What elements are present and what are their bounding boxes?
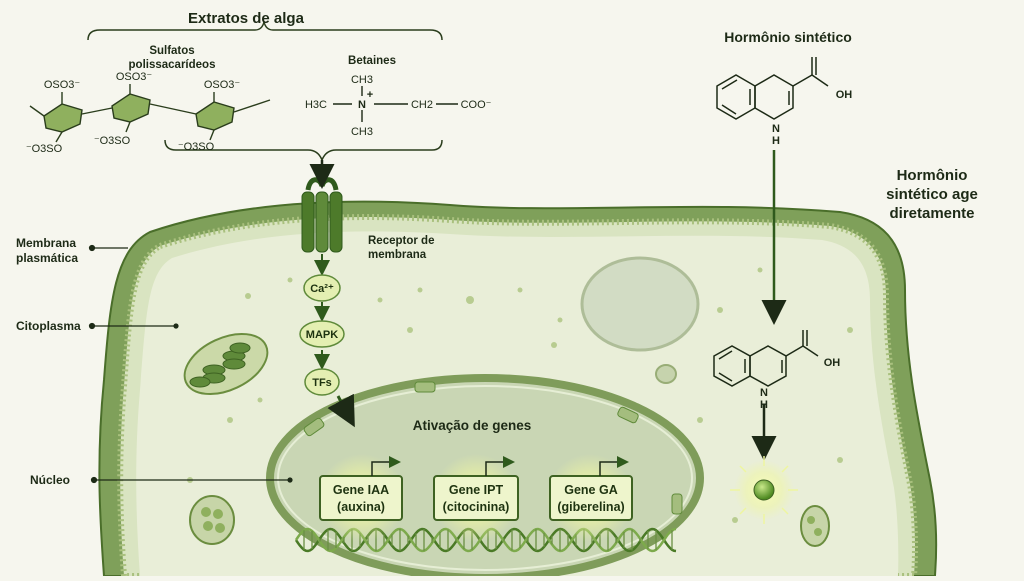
gene-iaa-hormone: (auxina) [337,500,385,514]
betaine-charge: + [367,89,373,101]
betaine-bottom: CH3 [351,126,373,138]
gene-box-ga: Gene GA (giberelina) [546,454,634,542]
sulfate-group-2: OSO3⁻ [116,71,153,83]
vesicle [655,364,677,384]
tfs-node: TFs [304,368,340,396]
betaine-structure [333,86,458,122]
hormone-side-1: Hormônio [897,167,968,184]
tfs-label: TFs [312,377,332,389]
gene-ipt-hormone: (citocinina) [443,500,510,514]
polysaccharide-chain [29,84,271,143]
cytoplasm-label: Citoplasma [16,319,81,333]
sulfates-label-2: polissacarídeos [129,59,216,71]
cytoplasm-granules [187,267,853,523]
organelle-left [189,495,235,545]
nuclear-pores [303,381,683,515]
membrane-label-1: Membrana [16,236,76,250]
sulfate-group-4: ⁻O3SO [26,143,63,155]
gene-box-iaa: Gene IAA (auxina) [318,454,406,542]
nucleus-label: Núcleo [30,473,70,487]
organelle-right [800,505,830,547]
receptor-label-1: Receptor de [368,235,434,247]
hormone-molecule-inner [713,330,819,387]
ca-node: Ca²⁺ [303,274,341,302]
signal-arrows [314,254,355,428]
mapk-node: MAPK [299,320,345,348]
sulfate-group-3: OSO3⁻ [204,79,241,91]
membrane-receptor [301,177,343,253]
vacuole [580,256,700,352]
hormone-oh-inner: OH [824,357,841,369]
sulfate-group-6: ⁻O3SO [178,141,215,153]
membrane-label-2: plasmática [16,251,78,265]
extracts-title: Extratos de alga [188,10,305,27]
ca-label: Ca²⁺ [310,283,334,295]
betaines-label: Betaines [348,55,396,67]
gene-ga-name: Gene GA [564,483,618,497]
gene-box-ipt: Gene IPT (citocinina) [432,454,520,542]
chloroplast [183,332,269,396]
hormone-target-glow [730,456,798,524]
receptor-label-2: membrana [368,249,427,261]
hormone-side-3: diretamente [889,205,974,222]
hormone-oh-top: OH [836,89,853,101]
betaine-tail: COO⁻ [461,99,492,111]
gene-ipt-name: Gene IPT [449,483,504,497]
mapk-label: MAPK [306,329,338,341]
label-leaders [88,244,293,484]
betaine-center: N [358,99,366,111]
sulfate-group-1: OSO3⁻ [44,79,81,91]
hormone-molecule-top [716,57,829,120]
gene-iaa-name: Gene IAA [333,483,389,497]
extracts-bracket [87,21,443,41]
hormone-title: Hormônio sintético [724,29,852,45]
betaine-left: H3C [305,99,327,111]
betaine-top: CH3 [351,74,373,86]
sulfate-group-5: ⁻O3SO [94,135,131,147]
genes-title: Ativação de genes [413,418,532,433]
sulfates-label-1: Sulfatos [149,45,194,57]
betaine-chain: CH2 [411,99,433,111]
gene-ga-hormone: (giberelina) [557,500,624,514]
hormone-side-2: sintético age [886,186,978,203]
